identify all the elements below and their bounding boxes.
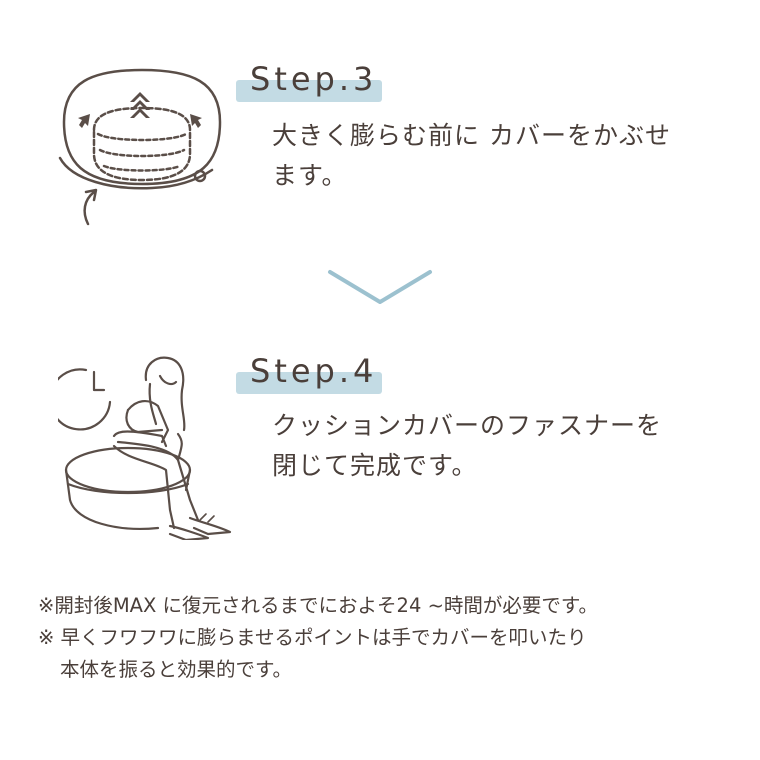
step3-label: Step.3: [250, 60, 378, 98]
step4-description: クッションカバーのファスナーを 閉じて完成です。: [272, 406, 662, 486]
note-line-2: ※ 早くフワフワに膨らませるポイントは手でカバーを叩いたり: [38, 626, 587, 649]
notes-block: ※開封後MAX に復元されるまでにおよそ24 ~時間が必要です。 ※ 早くフワフ…: [38, 590, 598, 686]
step4-label-brush: [236, 372, 382, 394]
cushion-cover-illustration: [58, 68, 222, 226]
step3-label-brush: [236, 80, 382, 102]
step3-description: 大きく膨らむ前に カバーをかぶせ ます。: [272, 116, 671, 196]
woman-on-cushion-illustration: [58, 356, 232, 540]
down-chevron-icon: [328, 270, 432, 304]
step4-text-line2: 閉じて完成です。: [272, 451, 478, 480]
step4-label: Step.4: [250, 352, 378, 390]
step4-text-line1: クッションカバーのファスナーを: [272, 411, 663, 440]
note-line-1: ※開封後MAX に復元されるまでにおよそ24 ~時間が必要です。: [38, 594, 598, 617]
note-line-3: 本体を振ると効果的です。: [60, 658, 293, 681]
step3-text-line2: ます。: [272, 161, 348, 190]
step3-text-line1: 大きく膨らむ前に カバーをかぶせ: [272, 121, 671, 150]
clock-icon: [58, 368, 112, 431]
